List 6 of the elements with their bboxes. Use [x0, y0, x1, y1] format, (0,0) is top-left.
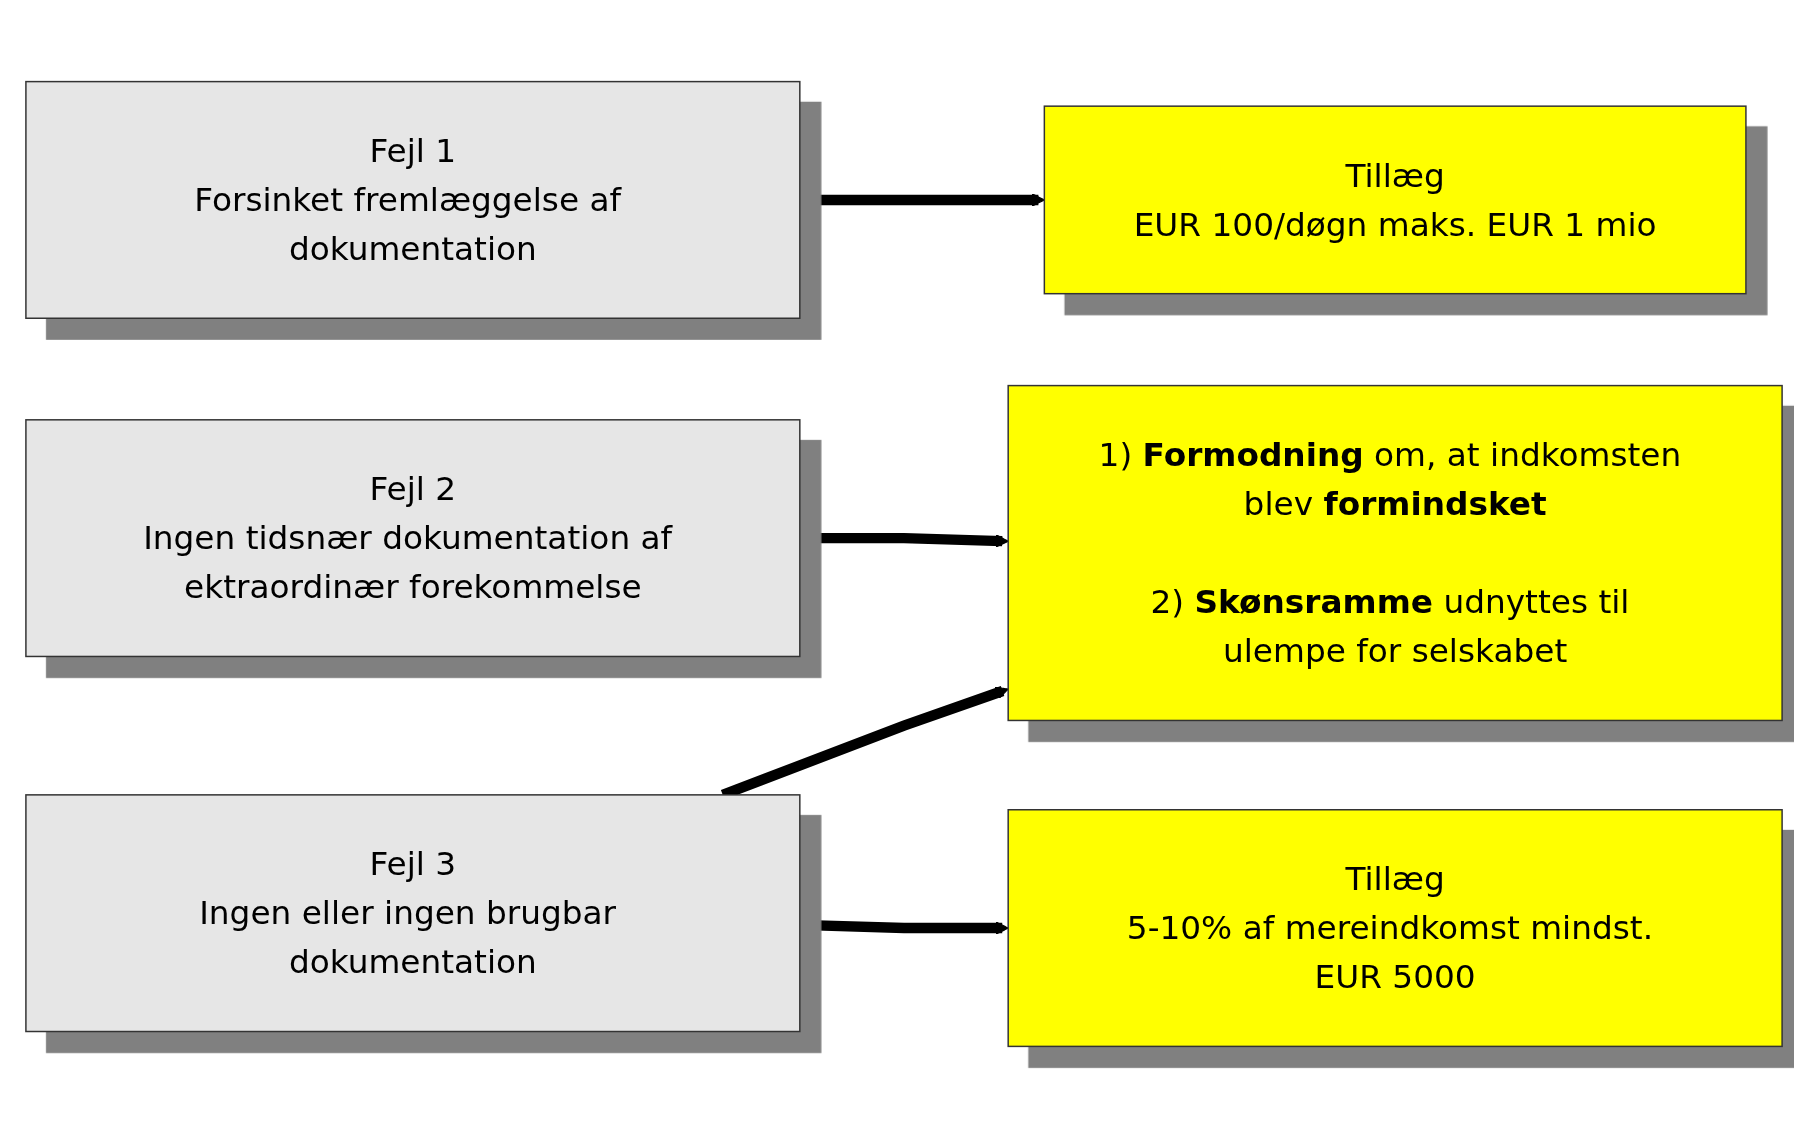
node-box: Fejl 2 Ingen tidsnær dokumentation af ektraordinær forekommelse: [24, 419, 801, 658]
node-box: Tillæg EUR 100/døgn maks. EUR 1 mio: [1043, 105, 1747, 295]
node-box: 1) Formodning om, at indkomsten blev formindsket 2) Skønsramme udnyttes til ulempe for selskabet: [1006, 384, 1783, 722]
node-box: Fejl 1 Forsinket fremlæggelse af dokumentation: [24, 80, 801, 319]
node-box: Tillæg 5-10% af mereindkomst mindst. EUR 5000: [1006, 809, 1783, 1048]
node-box: Fejl 3 Ingen eller ingen brugbar dokumentation: [24, 794, 801, 1033]
